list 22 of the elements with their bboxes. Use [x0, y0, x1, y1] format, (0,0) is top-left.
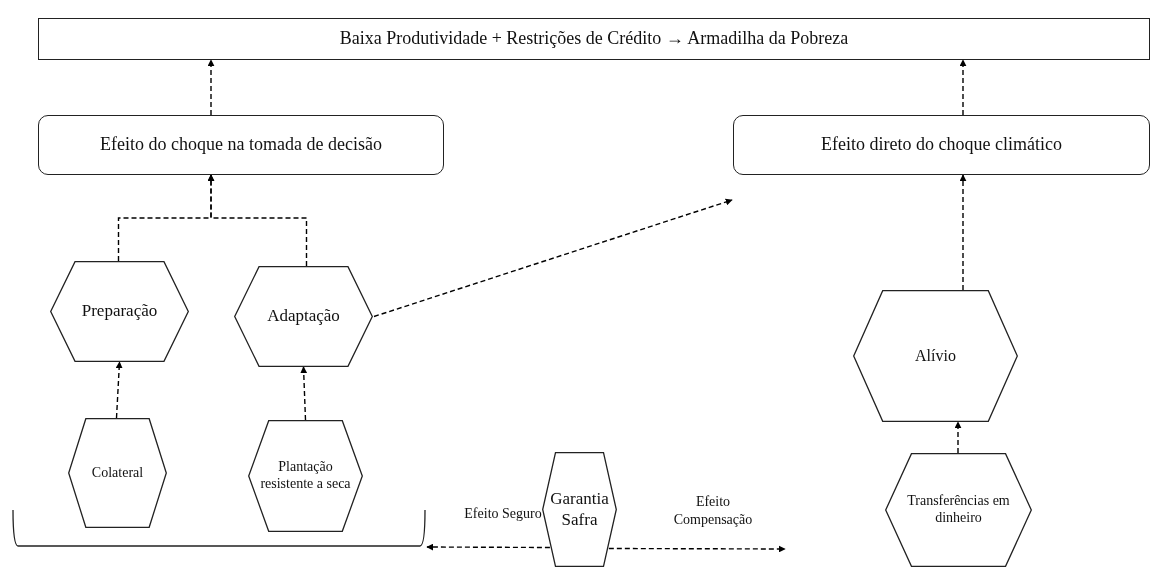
hexagon-node: Alívio: [853, 290, 1018, 422]
bracket-shape: [12, 510, 426, 547]
effect-box: Efeito do choque na tomada de decisão: [38, 115, 444, 175]
dashed-arrow: [207, 59, 215, 116]
edge-label: Efeito Seguro: [464, 505, 542, 523]
effect-box: Efeito direto do choque climático: [733, 115, 1150, 175]
hexagon-node: Plantação resistente a seca: [248, 420, 363, 532]
hexagon-node: Transferências em dinheiro: [885, 453, 1032, 567]
dashed-arrow: [954, 421, 962, 454]
dashed-arrow: [959, 174, 967, 291]
result-box: Baixa Produtividade + Restrições de Crédito → Armadilha da Pobreza: [38, 18, 1150, 60]
dashed-arrow: [959, 59, 967, 116]
hexagon-node: Preparação: [50, 261, 189, 362]
dashed-arrow: [373, 198, 733, 318]
dashed-arrow: [300, 366, 308, 421]
dashed-arrow: [115, 361, 123, 419]
dashed-arrow: [426, 543, 551, 551]
hexagon-node: Garantia Safra: [542, 452, 617, 567]
hexagon-node: Adaptação: [234, 266, 373, 367]
dashed-arrow: [207, 174, 308, 267]
hexagon-node: Colateral: [68, 418, 167, 528]
dashed-arrow: [608, 545, 786, 553]
